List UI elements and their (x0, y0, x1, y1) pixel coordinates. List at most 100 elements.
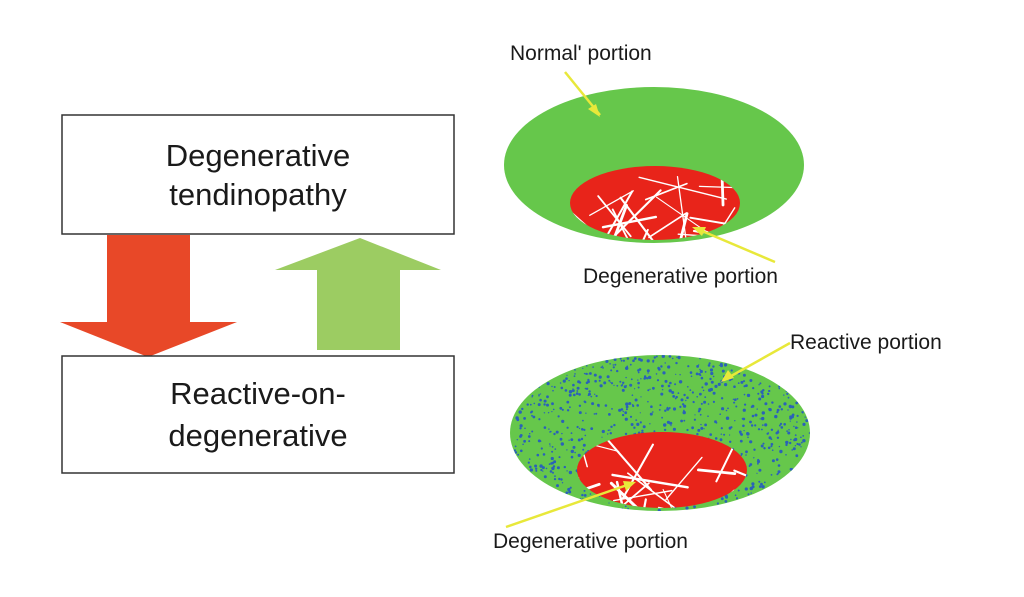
reactive-cell-dot (528, 458, 531, 460)
fiber-strand (611, 473, 689, 489)
reactive-cell-dot (768, 436, 772, 440)
reactive-cell-dot (570, 438, 574, 441)
reactive-cell-dot (550, 456, 554, 461)
reactive-cell-dot (776, 411, 779, 414)
reactive-cell-dot (794, 434, 797, 436)
reactive-cell-dot (630, 423, 634, 426)
reactive-cell-dot (780, 408, 783, 411)
reactive-cell-dot (700, 423, 702, 426)
reactive-cell-dot (707, 403, 710, 405)
reactive-cell-dot (613, 358, 617, 361)
reactive-cell-dot (585, 387, 589, 390)
reactive-cell-dot (529, 433, 531, 435)
reactive-cell-dot (567, 487, 571, 492)
reactive-cell-dot (638, 368, 642, 371)
reactive-cell-dot (640, 378, 642, 380)
reactive-cell-dot (551, 450, 554, 453)
reactive-cell-dot (541, 466, 545, 470)
reactive-cell-dot (745, 450, 748, 454)
reactive-cell-dot (556, 466, 560, 470)
reactive-cell-dot (626, 366, 628, 368)
reactive-cell-dot (612, 366, 615, 369)
reactive-cell-dot (604, 404, 608, 407)
reactive-cell-dot (763, 447, 766, 450)
reactive-tendon-cross-section (510, 355, 810, 511)
reactive-cell-dot (680, 398, 684, 402)
fiber-strand (665, 456, 703, 501)
reactive-cell-dot (513, 449, 517, 452)
reactive-cell-dot (699, 357, 701, 360)
reactive-cell-dot (788, 429, 790, 431)
reactive-cell-dot (534, 464, 538, 468)
reactive-cell-dot (750, 406, 753, 408)
reactive-cell-dot (699, 392, 702, 396)
reactive-cell-dot (570, 449, 574, 454)
reactive-cell-dot (776, 408, 780, 412)
reactive-cell-dot (719, 438, 723, 442)
reactive-cell-dot (595, 412, 598, 415)
reactive-cell-dot (795, 454, 799, 458)
reactive-cell-dot (533, 402, 536, 405)
fiber-strand (589, 190, 634, 216)
fiber-strand (588, 190, 634, 240)
pointer-degenerative-bottom (505, 481, 634, 529)
reactive-cell-dot (579, 498, 582, 500)
reactive-cell-dot (602, 367, 604, 369)
reactive-cell-dot (577, 380, 581, 384)
reactive-cell-dot (672, 407, 677, 411)
reactive-cell-dot (551, 411, 553, 413)
reactive-cell-dot (616, 369, 619, 373)
reactive-cell-dot (710, 380, 714, 384)
reactive-cell-dot (583, 494, 587, 497)
reactive-cell-dot (801, 411, 804, 414)
reactive-cell-dot (683, 419, 686, 422)
reactive-cell-dot (762, 442, 765, 445)
reactive-cell-dot (778, 424, 781, 427)
reactive-cell-dot (650, 405, 653, 409)
reactive-cell-dot (589, 372, 592, 375)
reactive-cell-dot (774, 414, 778, 419)
reactive-cell-dot (794, 426, 798, 430)
reactive-cell-dot (649, 412, 653, 416)
reactive-cell-dot (762, 424, 764, 426)
reactive-cell-dot (720, 364, 723, 368)
reactive-cell-dot (621, 507, 623, 509)
reactive-cell-dot (540, 393, 542, 395)
reactive-cell-dot (578, 427, 581, 430)
reactive-cell-dot (549, 443, 551, 445)
reactive-cell-dot (664, 362, 666, 364)
reactive-cell-dot (666, 420, 671, 424)
reactive-cell-dot (551, 402, 554, 406)
reactive-cell-dot (667, 384, 671, 388)
reactive-cell-dot (700, 426, 704, 430)
reactive-cell-dot (668, 407, 671, 409)
reactive-cell-dot (667, 365, 671, 369)
reactive-cell-dot (639, 412, 641, 414)
reactive-cell-dot (571, 389, 575, 393)
reactive-cell-dot (759, 418, 761, 420)
reactive-cell-dot (560, 386, 564, 390)
reactive-cell-dot (734, 494, 737, 497)
reactive-cell-dot (532, 415, 536, 419)
reactive-cell-dot (608, 502, 610, 504)
reactive-cell-dot (543, 426, 547, 429)
reactive-cell-dot (545, 467, 548, 470)
reactive-cell-dot (519, 427, 522, 430)
reactive-cell-dot (585, 372, 588, 375)
reactive-cell-dot (775, 431, 779, 435)
reactive-cell-dot (668, 389, 672, 393)
reactive-cell-dot (540, 447, 543, 450)
reactive-cell-dot (747, 436, 749, 439)
reactive-cell-dot (546, 403, 549, 407)
reactive-cell-dot (657, 508, 661, 511)
reactive-cell-dot (624, 505, 627, 508)
reactive-cell-dot (687, 386, 689, 388)
reactive-cell-dot (566, 426, 569, 429)
reactive-cell-dot (717, 382, 721, 386)
pointer-normal-portion-head (588, 104, 600, 117)
fiber-strand (733, 469, 747, 488)
reactive-cell-dot (785, 443, 788, 447)
fiber-strand (604, 436, 653, 491)
reactive-cell-dot (701, 386, 704, 389)
reactive-cell-dot (685, 399, 687, 402)
